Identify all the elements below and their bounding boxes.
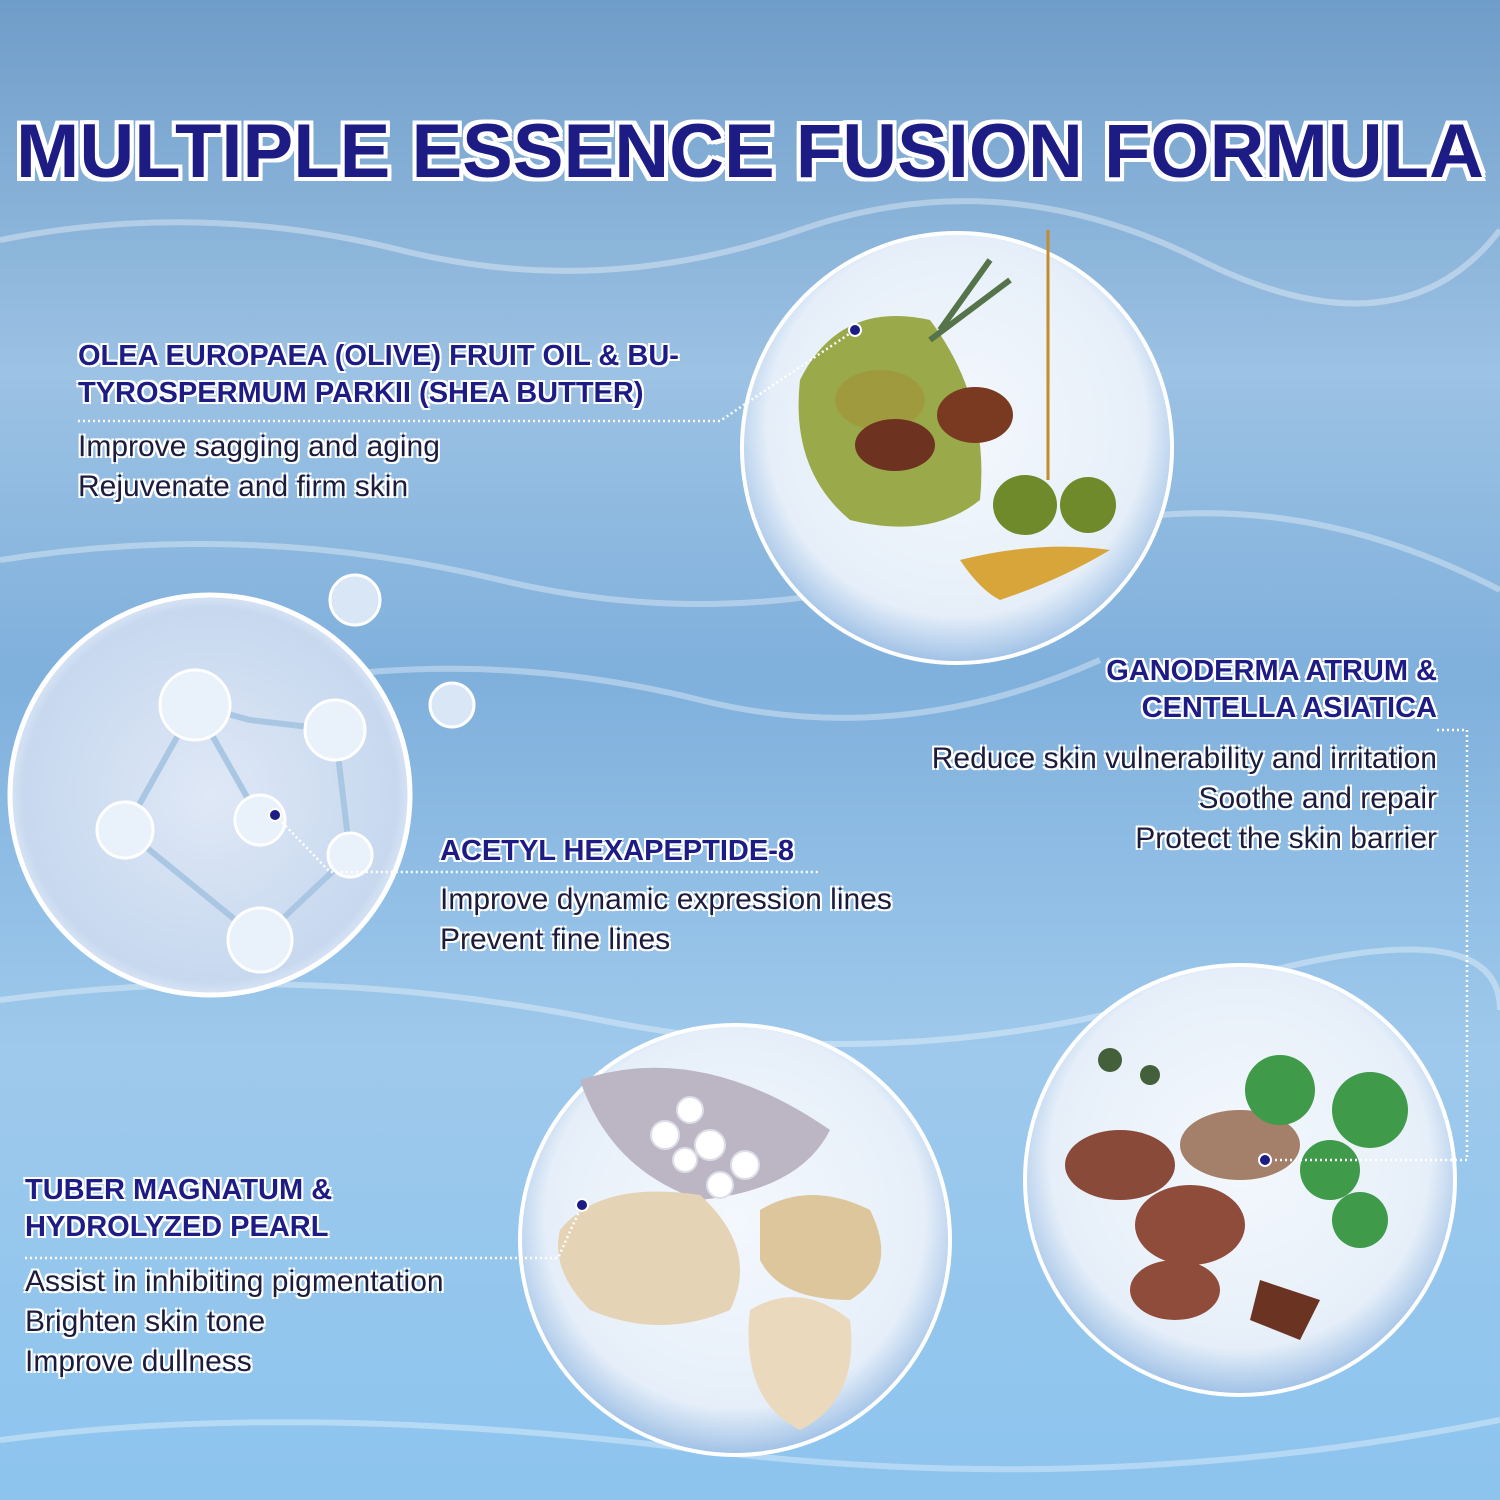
ganoderma-benefits: Reduce skin vulnerability and irritation… xyxy=(932,739,1437,859)
benefit-line: Reduce skin vulnerability and irritation xyxy=(931,742,1437,775)
heading-line: TUBER MAGNATUM & xyxy=(25,1174,333,1206)
benefit-line: Prevent fine lines xyxy=(440,923,671,956)
ganoderma-centella-bubble xyxy=(1023,963,1457,1397)
heading-line: ACETYL HEXAPEPTIDE-8 xyxy=(440,835,794,867)
truffle-pearl-bubble xyxy=(518,1023,952,1457)
benefit-line: Protect the skin barrier xyxy=(1135,822,1437,855)
benefit-line: Improve dullness xyxy=(25,1345,252,1378)
tuber-heading: TUBER MAGNATUM & HYDROLYZED PEARL xyxy=(25,1172,332,1246)
olive-shea-bubble xyxy=(740,230,1174,665)
benefit-line: Brighten skin tone xyxy=(25,1305,266,1338)
benefit-line: Improve dynamic expression lines xyxy=(440,883,892,916)
heading-line: CENTELLA ASIATICA xyxy=(1141,692,1437,724)
heading-line: OLEA EUROPAEA (OLIVE) FRUIT OIL & BU- xyxy=(78,340,679,372)
heading-line: HYDROLYZED PEARL xyxy=(25,1211,329,1243)
benefit-line: Soothe and repair xyxy=(1198,782,1437,815)
ganoderma-heading: GANODERMA ATRUM & CENTELLA ASIATICA xyxy=(1106,653,1437,727)
peptide-molecule-bubble xyxy=(7,573,476,998)
heading-line: TYROSPERMUM PARKII (SHEA BUTTER) xyxy=(78,377,644,409)
acetyl-benefits: Improve dynamic expression lines Prevent… xyxy=(440,880,892,960)
page-title: MULTIPLE ESSENCE FUSION FORMULA xyxy=(16,109,1484,194)
benefit-line: Rejuvenate and firm skin xyxy=(78,470,409,503)
benefit-line: Improve sagging and aging xyxy=(78,430,440,463)
acetyl-heading: ACETYL HEXAPEPTIDE-8 xyxy=(440,833,794,870)
tuber-benefits: Assist in inhibiting pigmentation Bright… xyxy=(25,1262,444,1382)
heading-line: GANODERMA ATRUM & xyxy=(1106,655,1437,687)
olive-heading: OLEA EUROPAEA (OLIVE) FRUIT OIL & BU- TY… xyxy=(78,338,679,412)
olive-benefits: Improve sagging and aging Rejuvenate and… xyxy=(78,427,440,507)
benefit-line: Assist in inhibiting pigmentation xyxy=(25,1265,444,1298)
